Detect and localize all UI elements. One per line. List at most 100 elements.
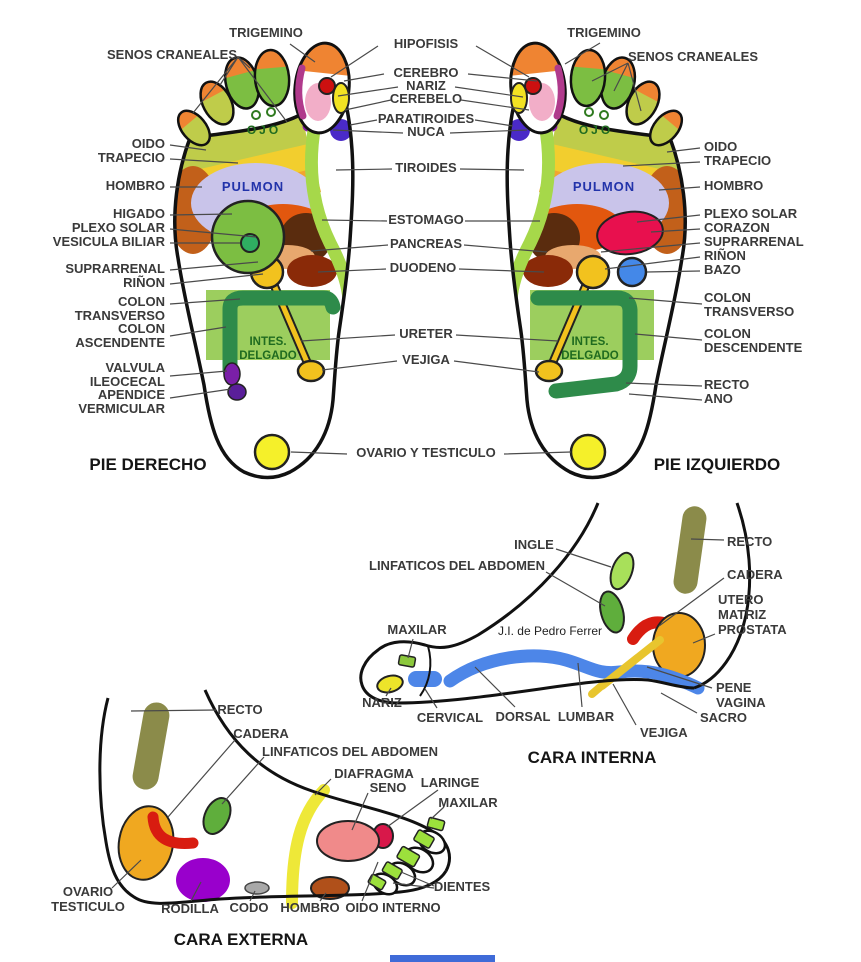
label-colon-descendente-1: COLON (704, 326, 751, 341)
onfoot-eye-right: OJO (247, 123, 281, 137)
label-oido-left: OIDO (132, 136, 165, 151)
label-prostata: PROSTATA (718, 622, 787, 637)
abdomen-lymph-zone-externa (202, 797, 232, 835)
heart-zone (596, 210, 664, 256)
leader-lines-cara-interna (385, 538, 725, 726)
label-colon-ascendente-1: COLON (118, 321, 165, 336)
label-suprarrenal-right: SUPRARRENAL (704, 234, 804, 249)
label-plexo-solar-right: PLEXO SOLAR (704, 206, 798, 221)
label-rinon-right: RIÑON (704, 248, 746, 263)
label-codo: CODO (230, 900, 269, 915)
cara-interna-illustration (359, 502, 752, 705)
label-colon-descendente-2: DESCENDENTE (704, 340, 803, 355)
label-linfaticos-interna: LINFATICOS DEL ABDOMEN (369, 558, 545, 573)
title-cara-interna: CARA INTERNA (528, 748, 657, 767)
label-dorsal: DORSAL (496, 709, 551, 724)
label-trapecio-left: TRAPECIO (98, 150, 165, 165)
label-nariz-center: NARIZ (406, 78, 446, 93)
label-colon-transverso-right-2: TRANSVERSO (704, 304, 794, 319)
label-trigemino-right: TRIGEMINO (567, 25, 641, 40)
label-ovario-y-testiculo: OVARIO Y TESTICULO (356, 445, 495, 460)
title-pie-derecho: PIE DERECHO (89, 455, 206, 474)
label-maxilar-externa: MAXILAR (438, 795, 498, 810)
leader-lines-center-column (290, 45, 572, 455)
rectum-zone-interna (673, 506, 707, 594)
label-valvula-2: ILEOCECAL (90, 374, 165, 389)
onfoot-lung-left: PULMON (573, 179, 635, 194)
breast-zone (316, 820, 380, 862)
bottom-edge-artifact (390, 955, 495, 962)
rectum-zone-externa (132, 702, 170, 790)
label-colon-transverso-right-1: COLON (704, 290, 751, 305)
onfoot-intestine-left-1: INTES. (571, 336, 608, 348)
title-pie-izquierdo: PIE IZQUIERDO (654, 455, 781, 474)
label-rodilla: RODILLA (161, 901, 219, 916)
spine-zone (443, 649, 705, 695)
groin-zone (609, 551, 635, 591)
spleen-zone (616, 256, 648, 288)
sole-left-foot-illustration (506, 40, 692, 477)
label-cerebro: CEREBRO (393, 65, 458, 80)
label-hombro-externa: HOMBRO (280, 900, 339, 915)
label-oido-right: OIDO (704, 139, 737, 154)
ascending-colon-zone (222, 290, 341, 378)
label-colon-transverso-left-2: TRANSVERSO (75, 308, 165, 323)
appendix-zone (227, 383, 247, 401)
label-duodeno: DUODENO (390, 260, 456, 275)
signature: J.I. de Pedro Ferrer (498, 624, 602, 638)
label-bazo: BAZO (704, 262, 741, 277)
label-sacro: SACRO (700, 710, 747, 725)
hip-zone-externa (147, 811, 199, 849)
label-cerebelo: CEREBELO (390, 91, 462, 106)
label-vesicula-biliar: VESICULA BILIAR (53, 234, 166, 249)
label-ovario-externa: OVARIO (63, 884, 113, 899)
label-hipofisis: HIPOFISIS (394, 36, 459, 51)
label-dientes: DIENTES (434, 879, 491, 894)
onfoot-eye-left: OJO (579, 123, 613, 137)
label-ingle: INGLE (514, 537, 554, 552)
label-colon-transverso-left-1: COLON (118, 294, 165, 309)
label-testiculo-externa: TESTICULO (51, 899, 125, 914)
label-trigemino-left: TRIGEMINO (229, 25, 303, 40)
onfoot-intestine-right-2: DELGADO (239, 350, 297, 362)
label-colon-ascendente-2: ASCENDENTE (75, 335, 165, 350)
uterus-prostate-zone (652, 612, 706, 678)
label-senos-craneales-left: SENOS CRANEALES (107, 47, 237, 62)
label-apendice-1: APENDICE (98, 387, 166, 402)
ileocecal-valve-zone (223, 362, 241, 386)
label-hombro-left: HOMBRO (106, 178, 165, 193)
elbow-zone (244, 881, 270, 895)
label-lumbar: LUMBAR (558, 709, 615, 724)
title-cara-externa: CARA EXTERNA (174, 930, 308, 949)
label-recto-externa: RECTO (217, 702, 262, 717)
label-matriz: MATRIZ (718, 607, 766, 622)
descending-colon-zone (530, 290, 638, 399)
label-plexo-solar-left: PLEXO SOLAR (72, 220, 166, 235)
label-suprarrenal-left: SUPRARRENAL (65, 261, 165, 276)
label-oido-interno: OIDO INTERNO (345, 900, 440, 915)
sole-right-foot-illustration (168, 40, 354, 477)
label-linfaticos-externa: LINFATICOS DEL ABDOMEN (262, 744, 438, 759)
label-cadera-externa: CADERA (233, 726, 289, 741)
knee-zone (176, 858, 230, 902)
label-seno: SENO (370, 780, 407, 795)
label-laringe: LARINGE (421, 775, 480, 790)
label-vejiga-center: VEJIGA (402, 352, 450, 367)
label-hombro-right: HOMBRO (704, 178, 763, 193)
label-rinon-left: RIÑON (123, 275, 165, 290)
label-cervical: CERVICAL (417, 710, 483, 725)
leader-lines-left-column (169, 43, 316, 399)
label-senos-craneales-right: SENOS CRANEALES (628, 49, 758, 64)
label-paratiroides: PARATIROIDES (378, 111, 475, 126)
label-higado: HIGADO (113, 206, 165, 221)
label-nariz-interna: NARIZ (362, 695, 402, 710)
label-trapecio-right: TRAPECIO (704, 153, 771, 168)
label-tiroides: TIROIDES (395, 160, 457, 175)
label-utero: UTERO (718, 592, 764, 607)
leader-lines-cara-externa (111, 709, 445, 902)
label-vejiga-interna: VEJIGA (640, 725, 688, 740)
teeth-maxilla-zones (367, 816, 446, 891)
label-nuca: NUCA (407, 124, 445, 139)
bladder-stem-zone (588, 636, 664, 698)
